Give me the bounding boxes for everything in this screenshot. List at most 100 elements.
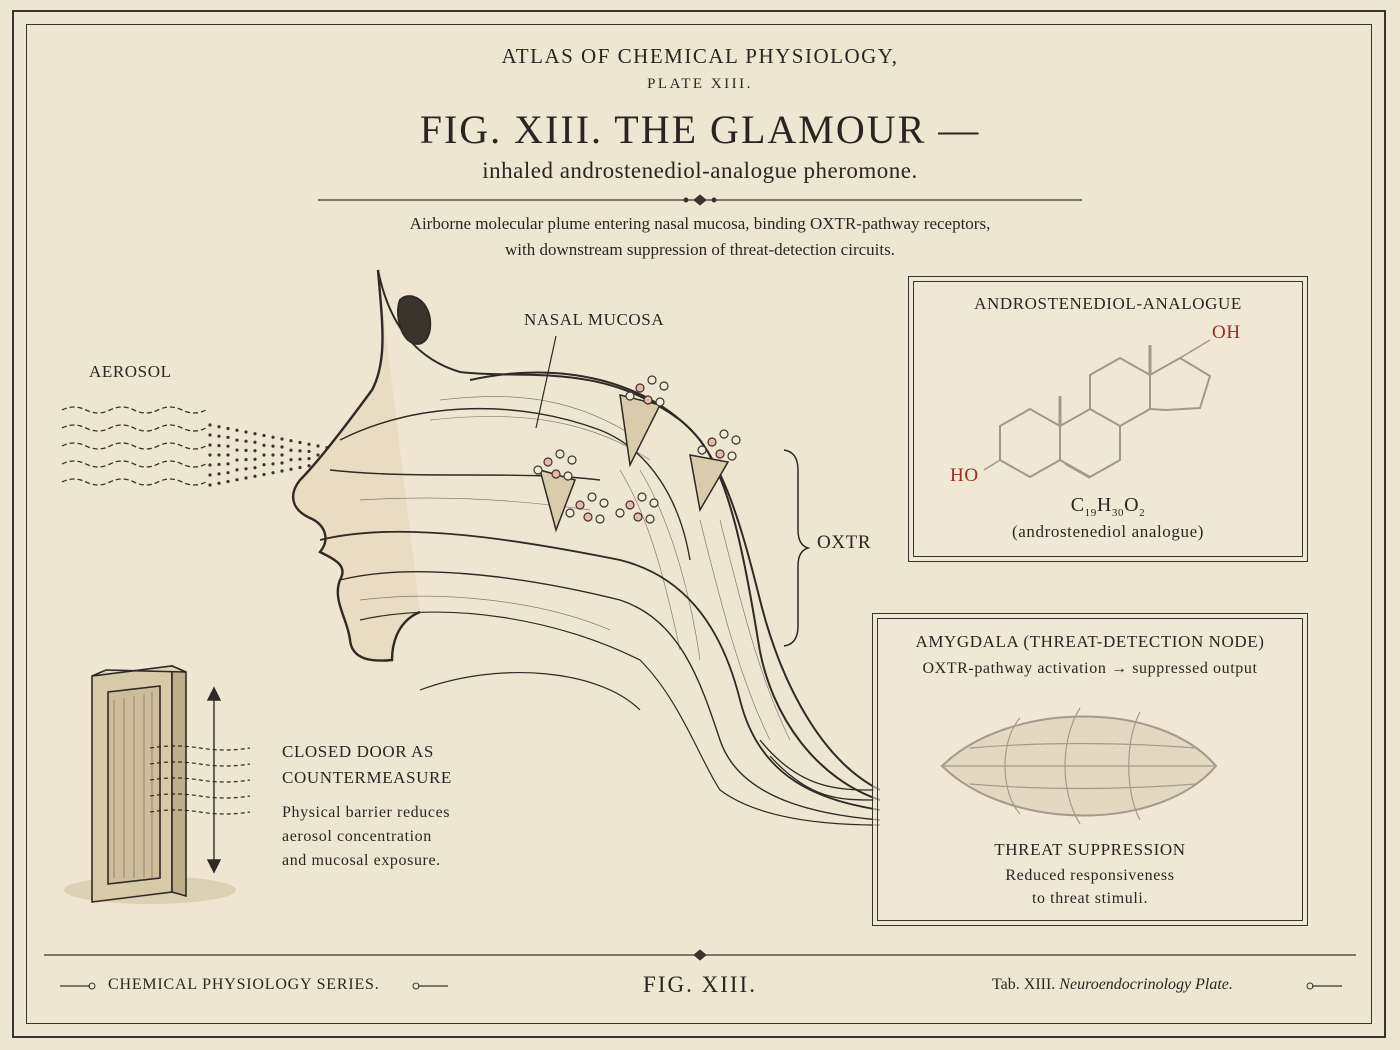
aerosol-droplet xyxy=(226,426,230,431)
molecule-atom xyxy=(715,449,725,459)
aerosol-droplet xyxy=(280,437,284,441)
aerosol-droplet xyxy=(298,457,302,461)
formula-carbon-count: 19 xyxy=(1084,507,1097,519)
threat-suppression-line-2: to threat stimuli. xyxy=(1031,890,1149,907)
threat-suppression-line-1: Reduced responsiveness xyxy=(1005,867,1175,884)
aerosol-droplet xyxy=(298,465,302,470)
aerosol-droplet xyxy=(226,453,230,457)
molecule-atom xyxy=(583,512,593,522)
aerosol-droplet xyxy=(280,445,284,449)
aerosol-droplet xyxy=(244,458,248,462)
molecular-formula: C19H30O2 xyxy=(908,494,1308,519)
molecule-atom xyxy=(565,508,575,518)
aerosol-droplet xyxy=(235,438,239,442)
aerosol-droplet xyxy=(226,471,230,475)
aerosol-droplet xyxy=(289,448,293,452)
formula-hydrogen: H xyxy=(1096,494,1112,516)
door-illustration xyxy=(64,664,236,904)
aerosol-droplet xyxy=(253,457,257,461)
footer-figure: FIG. XIII. xyxy=(643,972,757,997)
aerosol-droplet xyxy=(217,481,221,485)
head-cross-section xyxy=(291,269,881,826)
aerosol-droplet xyxy=(226,479,230,484)
figure-subtitle: inhaled androstenediol-analogue pheromon… xyxy=(482,158,918,183)
molecule-atom xyxy=(649,498,659,508)
molecule-caption: (androstenediol analogue) xyxy=(1011,522,1204,541)
aerosol-droplet xyxy=(298,449,302,453)
molecule-atom xyxy=(643,395,653,405)
aerosol-droplet xyxy=(316,453,320,457)
footer-plate-type: Neuroendocrinology Plate. xyxy=(1059,976,1233,993)
molecule-atom xyxy=(731,435,741,445)
aerosol-droplet xyxy=(208,433,212,437)
footer-series: CHEMICAL PHYSIOLOGY SERIES. xyxy=(108,976,380,993)
molecule-atom xyxy=(727,451,737,461)
aerosol-droplet xyxy=(262,443,266,447)
aerosol-droplet xyxy=(208,473,212,477)
molecule-atom xyxy=(633,512,643,522)
aerosol-droplet xyxy=(217,443,221,448)
bound-molecules xyxy=(533,375,741,524)
aerosol-droplet xyxy=(271,453,275,457)
atlas-title: ATLAS OF CHEMICAL PHYSIOLOGY, xyxy=(501,44,899,68)
molecule-atom xyxy=(707,437,717,447)
aerosol-droplet xyxy=(235,468,239,472)
formula-carbon: C xyxy=(1070,494,1085,516)
molecule-atom xyxy=(645,514,655,524)
aerosol-droplet xyxy=(244,439,248,443)
aerosol-droplet xyxy=(289,458,293,462)
aerosol-droplet xyxy=(289,439,293,443)
nasal-mucosa-pointer xyxy=(535,335,557,429)
outer-frame xyxy=(12,10,1386,1038)
door-desc-line-2: aerosol concentration xyxy=(282,828,432,845)
molecule-atom xyxy=(647,375,657,385)
description-line-2: with downstream suppression of threat-de… xyxy=(505,240,895,259)
molecule-atom xyxy=(625,391,635,401)
aerosol-droplet xyxy=(307,456,311,461)
oh-group-label: OH xyxy=(1212,322,1241,343)
aerosol-droplet xyxy=(280,461,284,465)
molecule-atom xyxy=(615,508,625,518)
neural-tract-connector xyxy=(759,739,875,801)
molecule-atom xyxy=(635,383,645,393)
inner-frame xyxy=(26,24,1372,1024)
aerosol-droplet xyxy=(235,478,239,482)
amygdala-pathway: OXTR-pathway activation → suppressed out… xyxy=(922,660,1258,677)
amygdala-panel-inner-border xyxy=(877,618,1303,921)
threat-suppression-title: THREAT SUPPRESSION xyxy=(994,840,1186,859)
molecule-atom xyxy=(575,500,585,510)
description-line-1: Airborne molecular plume entering nasal … xyxy=(409,214,991,233)
molecule-atom xyxy=(697,445,707,455)
molecule-atom xyxy=(563,471,573,481)
molecule-atom xyxy=(533,465,543,475)
nasal-mucosa-label: NASAL MUCOSA xyxy=(524,310,665,329)
molecule-atom xyxy=(655,397,665,407)
aerosol-droplet xyxy=(307,464,311,468)
aerosol-droplet xyxy=(208,443,212,447)
aerosol-droplet xyxy=(271,435,275,439)
molecule-atom xyxy=(659,381,669,391)
aerosol-droplet xyxy=(217,425,221,429)
aerosol-droplet xyxy=(217,453,221,457)
aerosol-droplet xyxy=(208,453,212,457)
door-height-arrow xyxy=(206,686,222,874)
aerosol-droplet xyxy=(226,435,230,439)
aerosol-droplet xyxy=(244,476,248,480)
aerosol-droplet xyxy=(235,448,239,452)
molecule-panel xyxy=(908,276,1308,562)
aerosol-droplets xyxy=(208,423,329,487)
molecule-atom xyxy=(555,449,565,459)
aerosol-droplet xyxy=(262,433,266,438)
amygdala-panel xyxy=(872,613,1308,926)
aerosol-droplet xyxy=(253,440,257,444)
receptor-cones xyxy=(538,394,730,533)
aerosol-droplet xyxy=(253,432,257,436)
molecule-atom xyxy=(625,500,635,510)
aerosol-droplet xyxy=(271,444,275,448)
aerosol-droplet xyxy=(217,462,221,467)
molecule-atom xyxy=(551,469,561,479)
aerosol-droplet xyxy=(307,449,311,454)
formula-hydrogen-count: 30 xyxy=(1111,507,1125,519)
aerosol-droplet xyxy=(235,458,239,462)
